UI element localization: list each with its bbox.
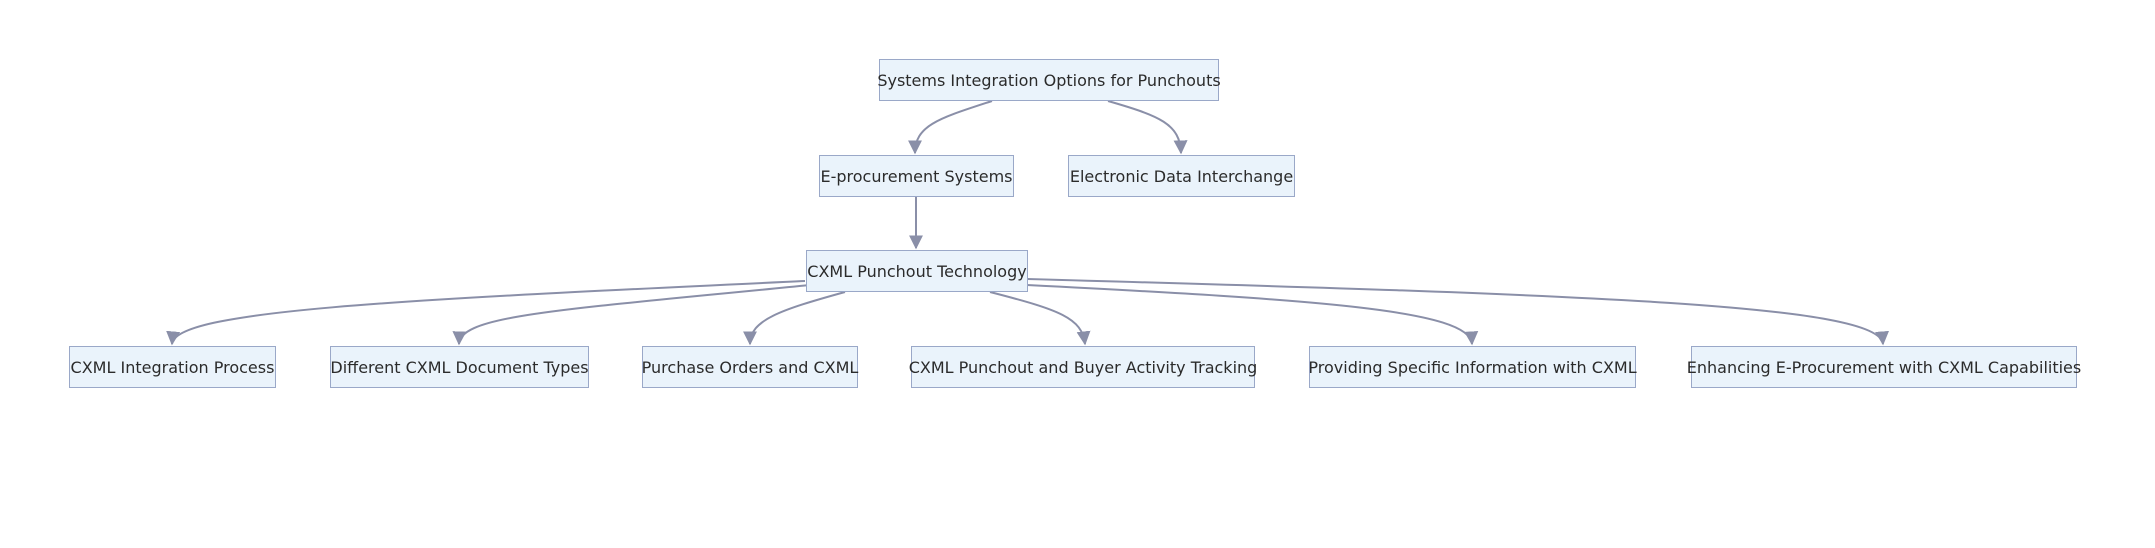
node-root: Systems Integration Options for Punchout… (877, 59, 1221, 101)
edge-cxml-tech-to-enhancing (1026, 278, 1889, 346)
edge-cxml-tech-to-specific-info (1026, 284, 1479, 346)
node-eproc: E-procurement Systems (819, 155, 1014, 197)
node-cxml-tech: CXML Punchout Technology (806, 250, 1028, 292)
node-doc-types: Different CXML Document Types (330, 346, 589, 388)
node-buyer-tracking: CXML Punchout and Buyer Activity Trackin… (909, 346, 1257, 388)
edge-cxml-tech-to-integration (166, 280, 806, 346)
node-purchase-orders: Purchase Orders and CXML (642, 346, 858, 388)
edge-cxml-tech-to-purchase-orders (743, 291, 846, 346)
node-integration: CXML Integration Process (69, 346, 276, 388)
edge-cxml-tech-to-buyer-tracking (989, 291, 1091, 346)
edge-root-to-edi (1107, 100, 1188, 155)
node-edi: Electronic Data Interchange (1068, 155, 1295, 197)
edge-cxml-tech-to-doc-types (452, 284, 811, 346)
edge-root-to-eproc (908, 100, 993, 155)
node-enhancing: Enhancing E-Procurement with CXML Capabi… (1687, 346, 2081, 388)
node-specific-info: Providing Specific Information with CXML (1308, 346, 1637, 388)
